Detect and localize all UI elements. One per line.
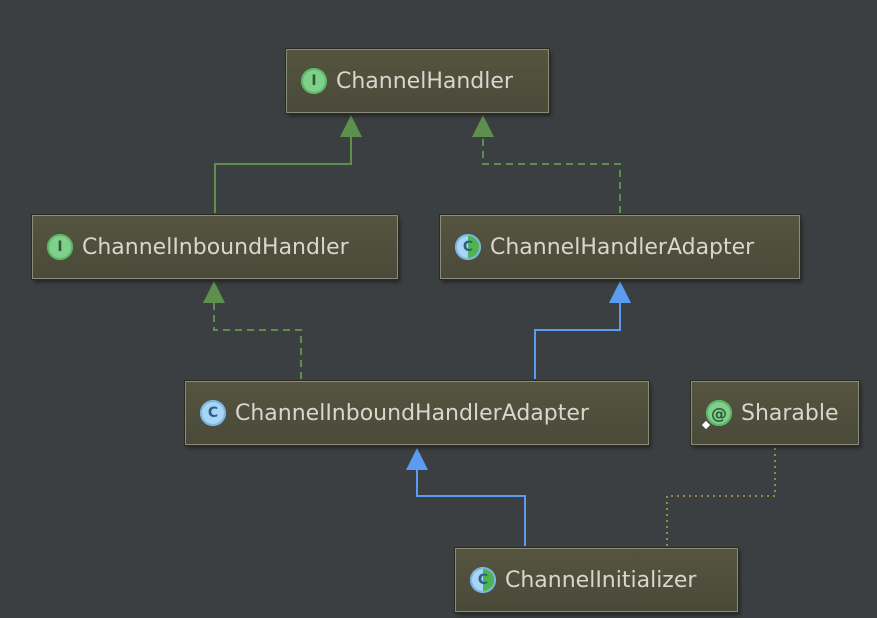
badge-glyph: @ (711, 403, 727, 423)
edge-adapter-to-handler (482, 135, 621, 213)
node-label: ChannelInboundHandlerAdapter (235, 400, 589, 426)
node-label: ChannelHandlerAdapter (490, 234, 755, 260)
node-label: Sharable (741, 400, 839, 426)
arrowhead-inboundhandler (203, 281, 225, 303)
abstract-class-icon: C (470, 567, 496, 593)
interface-icon: I (47, 234, 73, 260)
arrowhead-channelhandler-left (340, 115, 362, 137)
arrowhead-inboundhandleradapter (406, 448, 428, 470)
node-channel-inbound-handler-adapter[interactable]: C ChannelInboundHandlerAdapter (185, 381, 649, 445)
node-label: ChannelHandler (336, 68, 513, 94)
annotation-icon: @ (700, 400, 732, 431)
arrowhead-channelhandler-right (472, 115, 494, 137)
node-label: ChannelInboundHandler (82, 234, 349, 260)
arrowhead-handleradapter (609, 281, 631, 303)
edge-initializer-to-sharable (666, 447, 776, 546)
node-channel-inbound-handler[interactable]: I ChannelInboundHandler (32, 215, 398, 279)
node-label: ChannelInitializer (505, 567, 697, 593)
edge-inboundadapter-to-adapter (534, 301, 621, 379)
node-channel-handler-adapter[interactable]: C ChannelHandlerAdapter (440, 215, 800, 279)
abstract-class-icon: C (455, 234, 481, 260)
node-sharable[interactable]: @ Sharable (691, 381, 859, 445)
edge-inboundadapter-to-inbound (213, 301, 302, 379)
interface-icon: I (301, 68, 327, 94)
node-channel-handler[interactable]: I ChannelHandler (286, 49, 549, 113)
edge-initializer-to-inboundadapter (416, 468, 526, 546)
diamond-marker-icon (700, 419, 712, 431)
edge-inbound-to-handler (214, 135, 352, 213)
node-channel-initializer[interactable]: C ChannelInitializer (455, 548, 738, 612)
class-icon: C (200, 400, 226, 426)
